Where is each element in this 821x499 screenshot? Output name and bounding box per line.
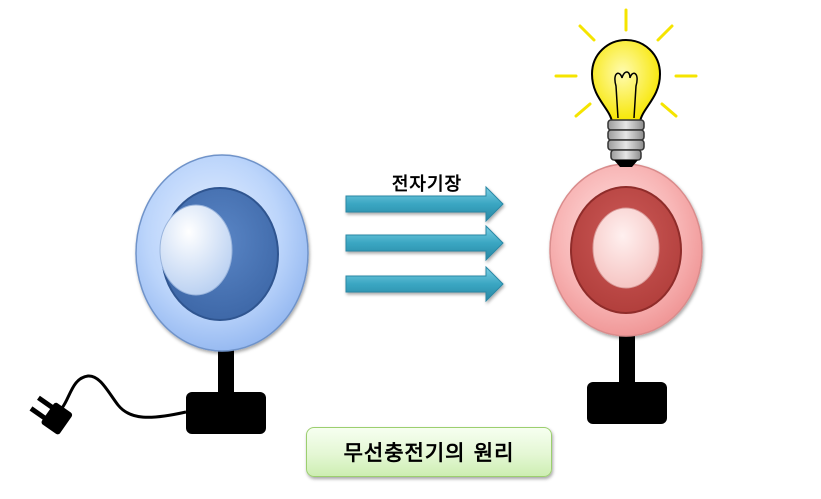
receiver-pad: [549, 163, 703, 424]
transmitter-stand-base: [186, 392, 266, 434]
light-rays: [554, 8, 698, 118]
light-bulb: [554, 8, 698, 167]
field-arrow-1: [345, 185, 504, 223]
transmitter-coil-core: [159, 204, 233, 296]
caption-title: 무선충전기의 원리: [343, 441, 515, 465]
receiver-stand-base: [587, 382, 667, 424]
field-arrows: [345, 185, 504, 303]
bulb-glass: [590, 38, 662, 123]
plug-body: [41, 402, 73, 435]
electromagnetic-field-label: 전자기장: [391, 174, 463, 195]
field-arrow-3: [345, 265, 504, 303]
power-cord: [60, 374, 187, 419]
receiver-coil-core: [592, 207, 660, 289]
plug-prong-bottom: [29, 406, 48, 421]
plug-prong-top: [36, 395, 55, 411]
bulb-screw-base: [607, 119, 645, 167]
field-arrow-2: [345, 224, 504, 262]
caption-box: 무선충전기의 원리: [306, 427, 552, 477]
receiver-stand-pole: [619, 328, 635, 388]
bulb-filament: [614, 71, 638, 119]
power-plug: [29, 374, 187, 435]
transmitter-pad: [135, 154, 309, 434]
